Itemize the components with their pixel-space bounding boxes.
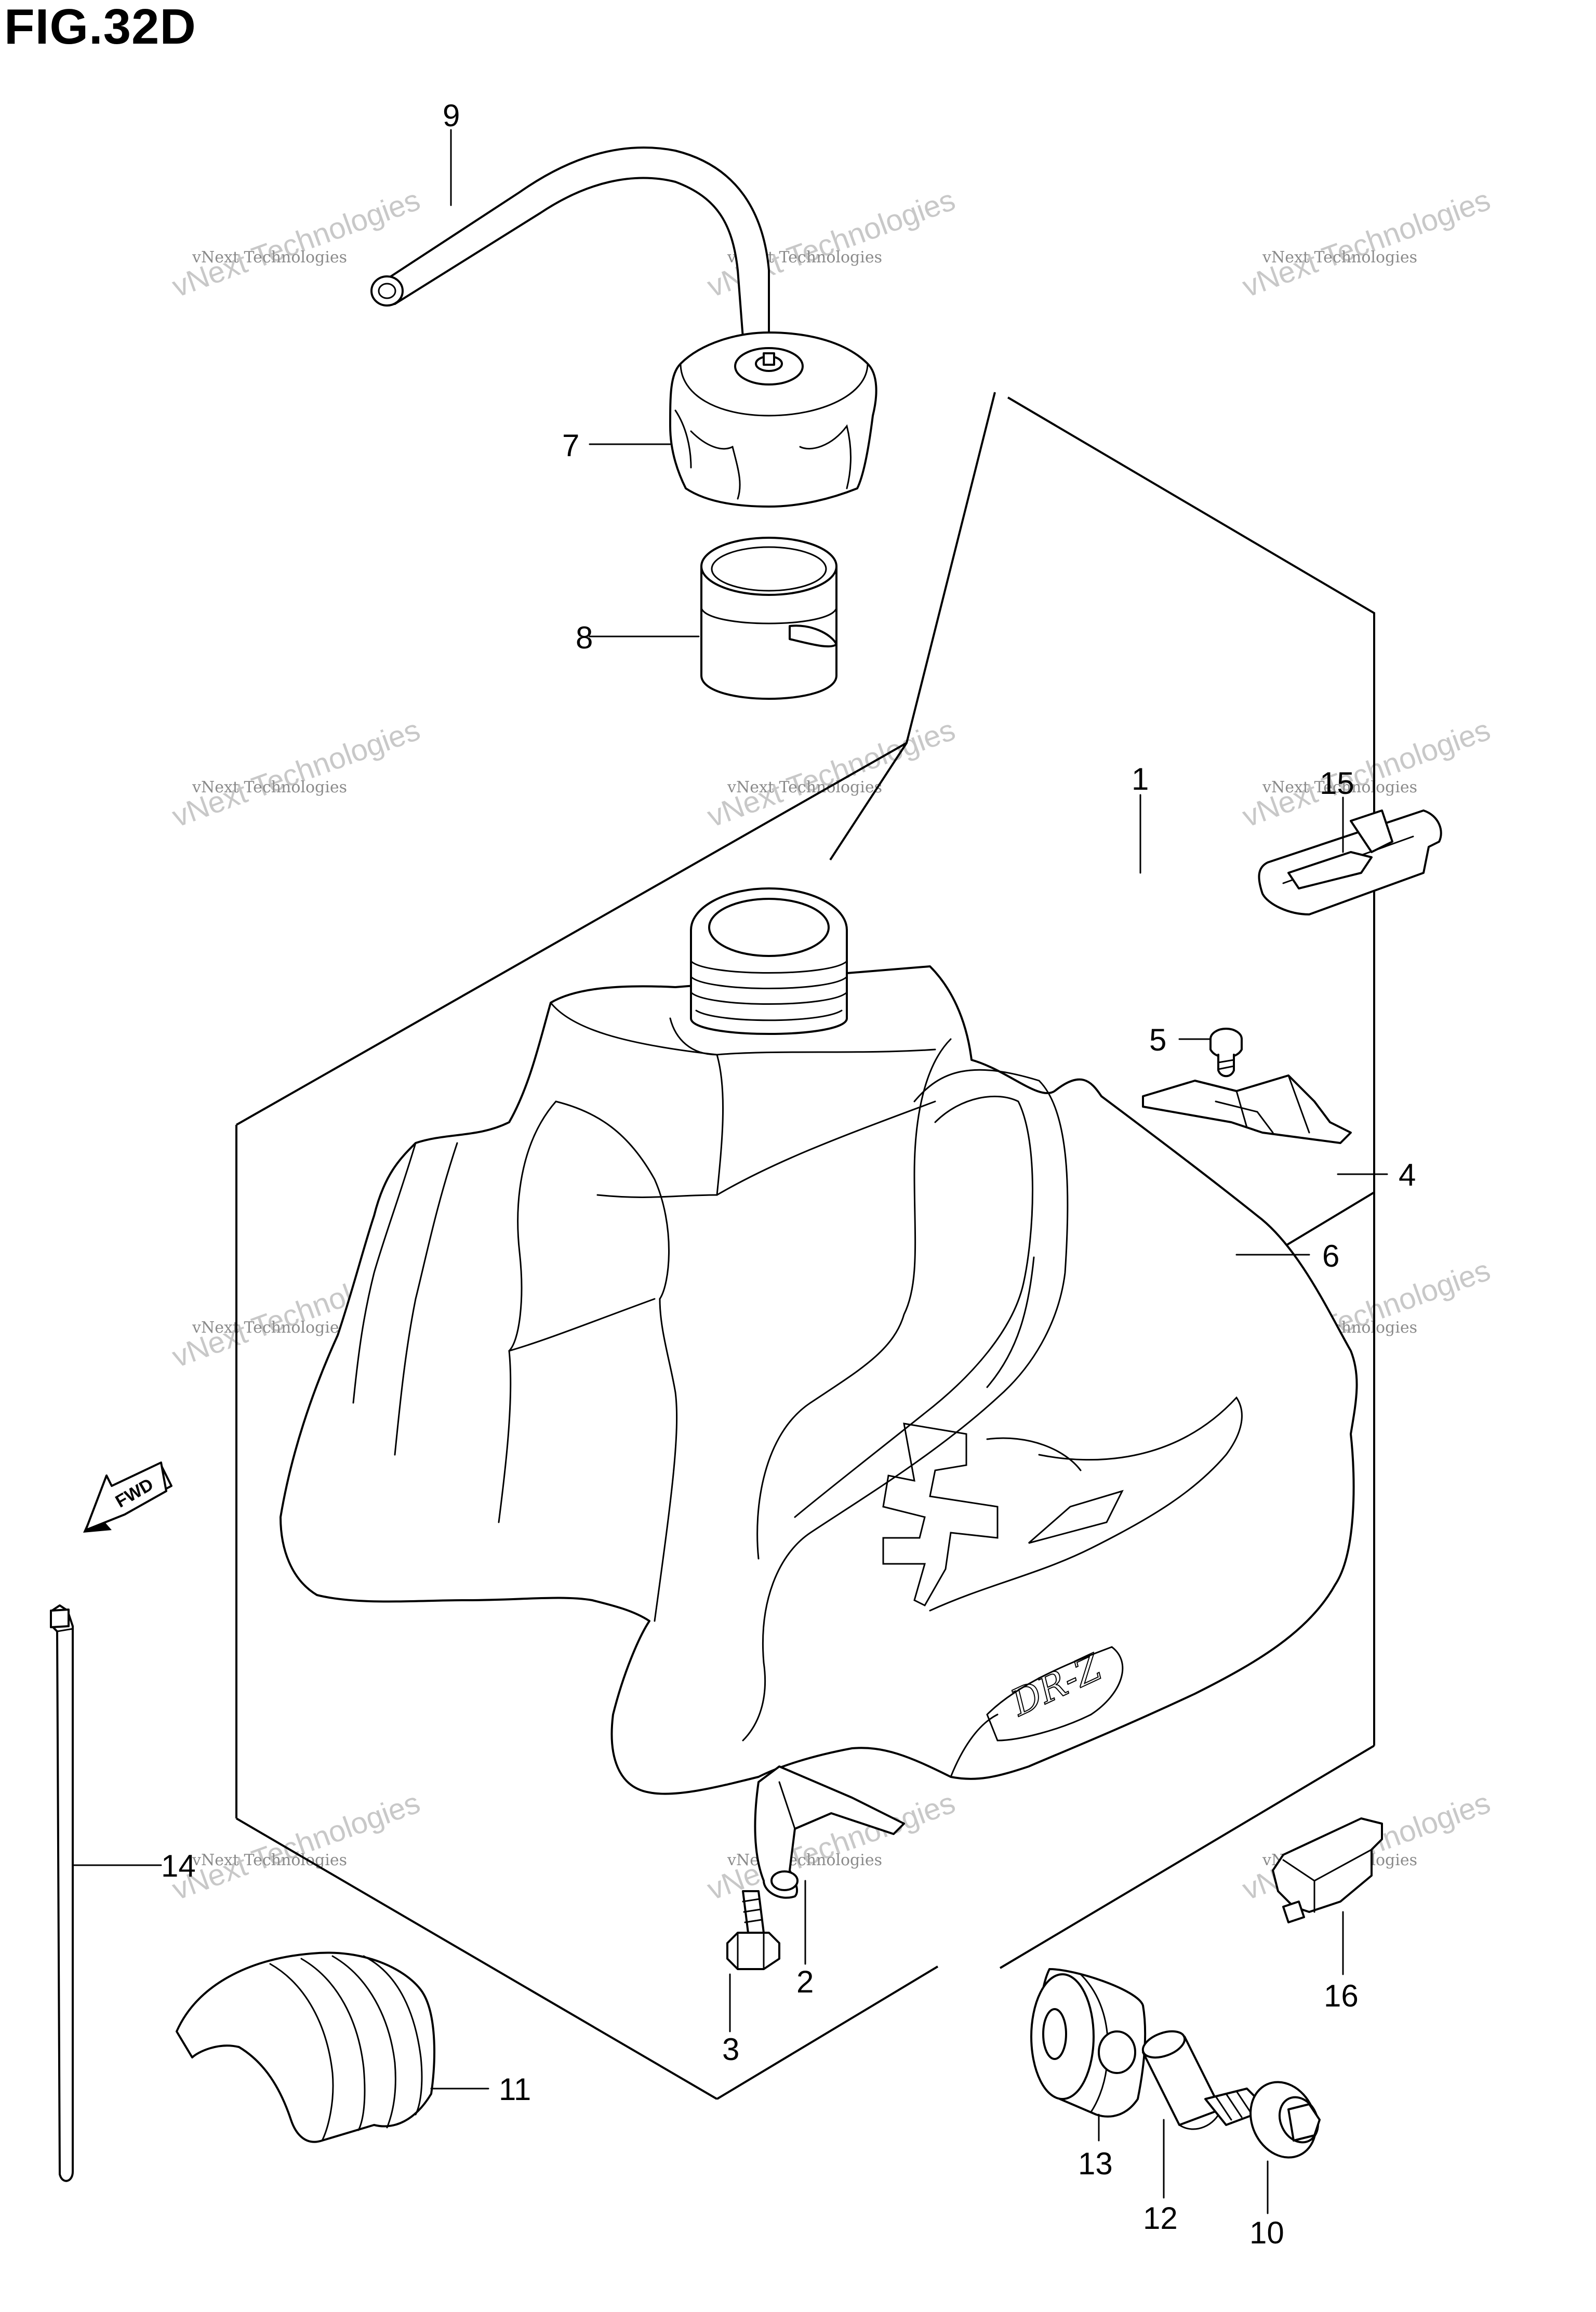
callout-labels: 9 7 8 1 15 5 4 6 2 3 14 11 13 12 10 16 bbox=[161, 98, 1416, 2250]
grommet-13 bbox=[1030, 1968, 1147, 2118]
bracket-2 bbox=[754, 1765, 905, 1899]
callout-16: 16 bbox=[1324, 1978, 1359, 2013]
watermark-small: vNext Technologies bbox=[1262, 778, 1417, 796]
watermark-large: vNext Technologies bbox=[168, 1786, 424, 1907]
cable-tie-14 bbox=[50, 1604, 74, 2182]
callout-1: 1 bbox=[1132, 762, 1149, 796]
callout-6: 6 bbox=[1322, 1239, 1339, 1273]
forward-arrow: FWD bbox=[83, 1461, 172, 1533]
bolt-3 bbox=[726, 1890, 780, 1970]
watermark-small: vNext Technologies bbox=[192, 778, 347, 796]
watermark-small: vNext Technologies bbox=[192, 248, 347, 267]
watermark-small: vNext Technologies bbox=[192, 1319, 347, 1337]
bolt-10 bbox=[1204, 2081, 1321, 2159]
watermark-small: vNext Technologies bbox=[1262, 248, 1417, 267]
callout-9: 9 bbox=[443, 98, 460, 133]
watermark-large: vNext Technologies bbox=[703, 713, 960, 834]
callout-15: 15 bbox=[1320, 766, 1354, 801]
callout-13: 13 bbox=[1078, 2146, 1113, 2181]
fuel-cap bbox=[669, 331, 877, 508]
callout-3: 3 bbox=[722, 2032, 739, 2067]
cap-collar bbox=[700, 537, 837, 700]
watermark-small: vNext Technologies bbox=[192, 1851, 347, 1869]
watermark-large: vNext Technologies bbox=[1238, 183, 1495, 304]
callout-5: 5 bbox=[1149, 1022, 1166, 1057]
callout-8: 8 bbox=[576, 620, 593, 655]
callout-12: 12 bbox=[1143, 2201, 1178, 2236]
callout-10: 10 bbox=[1249, 2215, 1284, 2250]
screw-5 bbox=[1209, 1028, 1243, 1078]
callout-11: 11 bbox=[499, 2072, 531, 2107]
clip-16 bbox=[1272, 1817, 1383, 1923]
leader-lines bbox=[72, 129, 1388, 2214]
callout-7: 7 bbox=[562, 428, 579, 463]
clip-15 bbox=[1258, 809, 1442, 915]
breather-hose bbox=[370, 146, 770, 344]
watermark-small: vNext Technologies bbox=[727, 778, 882, 796]
protector-11 bbox=[176, 1951, 435, 2143]
figure-title: FIG.32D bbox=[4, 0, 196, 55]
watermark-large: vNext Technologies bbox=[168, 713, 424, 834]
fuel-tank: DR-Z bbox=[280, 887, 1358, 1795]
callout-14: 14 bbox=[161, 1849, 196, 1883]
collar-12 bbox=[1141, 2030, 1222, 2130]
bracket-4 bbox=[1142, 1074, 1352, 1144]
watermark-small: vNext Technologies bbox=[727, 1851, 882, 1869]
callout-2: 2 bbox=[796, 1964, 814, 1999]
callout-4: 4 bbox=[1399, 1158, 1416, 1192]
